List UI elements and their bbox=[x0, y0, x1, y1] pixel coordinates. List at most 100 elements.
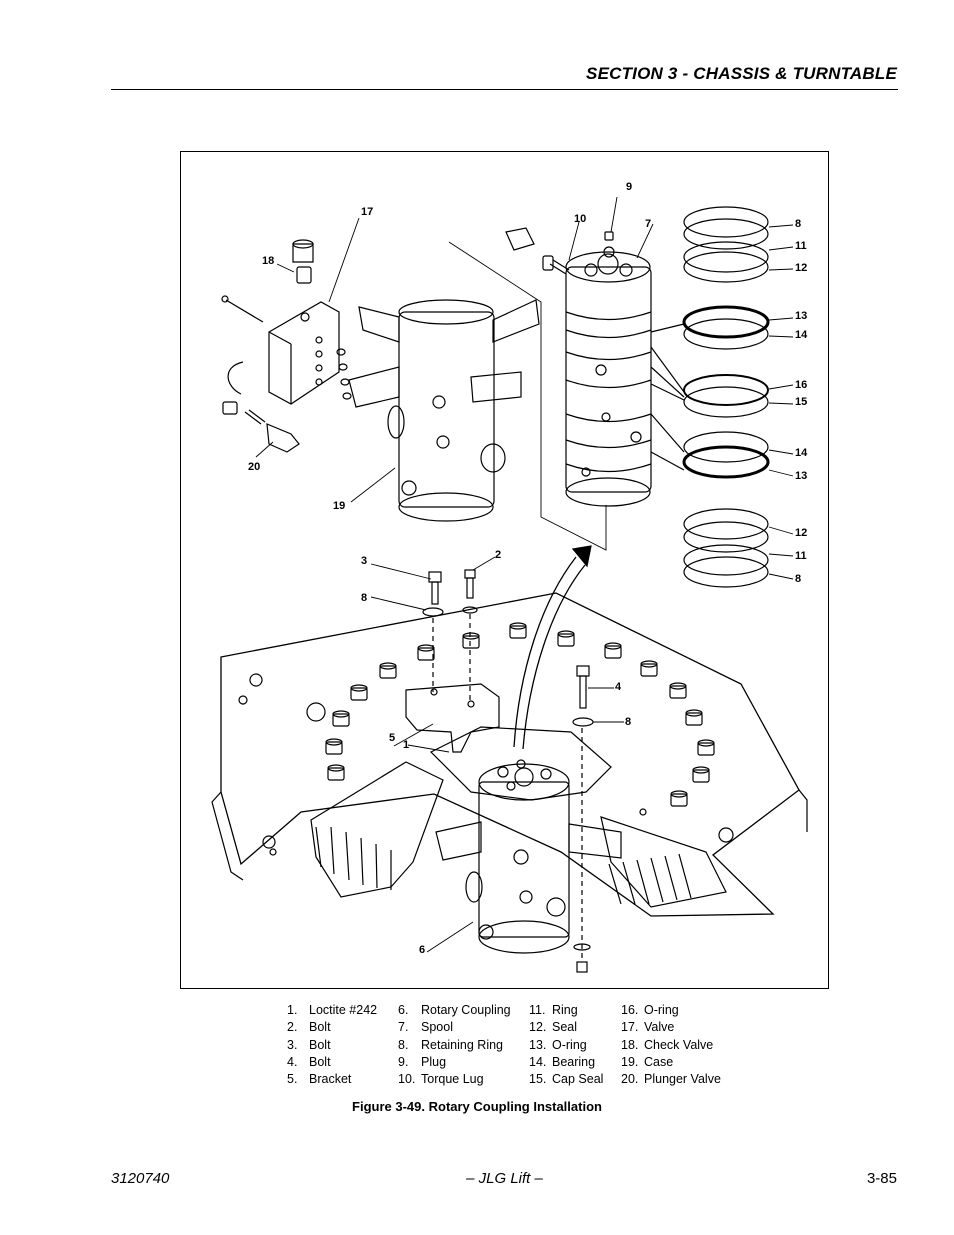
callout-12-bottom: 12 bbox=[795, 527, 807, 539]
legend-item: 10. Torque Lug bbox=[398, 1071, 511, 1088]
legend-number: 19. bbox=[621, 1054, 639, 1069]
legend-item: 16.O-ring bbox=[621, 1002, 721, 1019]
legend-number: 17. bbox=[621, 1020, 639, 1035]
legend-label: Valve bbox=[644, 1020, 675, 1035]
valve-block bbox=[221, 295, 352, 405]
legend-item: 7.Spool bbox=[398, 1019, 511, 1036]
check-valve bbox=[292, 239, 314, 284]
callout-16: 16 bbox=[795, 379, 807, 391]
legend-item: 11. Ring bbox=[529, 1002, 603, 1019]
seal-ring-stack bbox=[650, 206, 770, 588]
callout-8-bolt3: 8 bbox=[361, 592, 367, 604]
legend-label: O-ring bbox=[552, 1037, 587, 1052]
legend-number: 8. bbox=[398, 1037, 409, 1052]
legend-number: 4. bbox=[287, 1054, 298, 1069]
callout-14-bottom: 14 bbox=[795, 447, 808, 459]
legend-column-1: 1. Loctite #242 2. Bolt 3.Bolt 4. Bolt 5. Br… bbox=[287, 1002, 377, 1088]
legend-number: 2. bbox=[287, 1020, 298, 1035]
legend-item: 15. Cap Seal bbox=[529, 1071, 603, 1088]
callout-8-bolt4: 8 bbox=[625, 716, 631, 728]
legend-label: Retaining Ring bbox=[421, 1037, 503, 1052]
legend-number: 1. bbox=[287, 1003, 298, 1017]
exploded-diagram: 17 18 20 19 3 2 8 5 1 6 4 8 9 10 7 8 11 … bbox=[211, 181, 808, 973]
legend-item: 14. Bearing bbox=[529, 1054, 603, 1071]
legend-number: 15. bbox=[529, 1072, 547, 1087]
legend-item: 9. Plug bbox=[398, 1054, 511, 1071]
legend-label: Cap Seal bbox=[552, 1072, 604, 1087]
callout-8-top: 8 bbox=[795, 218, 801, 230]
legend-column-2: 6. Rotary Coupling 7.Spool 8. Retaining Ri… bbox=[398, 1002, 511, 1088]
legend-number: 16. bbox=[621, 1003, 639, 1017]
callout-2: 2 bbox=[495, 549, 501, 561]
footer-page-number: 3-85 bbox=[866, 1170, 897, 1187]
legend-label: Plug bbox=[421, 1054, 447, 1069]
case bbox=[348, 299, 540, 522]
legend-number: 6. bbox=[398, 1003, 409, 1017]
legend-number: 18. bbox=[621, 1037, 639, 1052]
legend-column-4: 16.O-ring 17. Valve 18. Check Valve 19. Cas… bbox=[621, 1002, 721, 1088]
legend-item: 20.Plunger Valve bbox=[621, 1071, 721, 1088]
spool bbox=[505, 227, 652, 507]
ring-gear-segments bbox=[310, 726, 727, 908]
legend-number: 20. bbox=[621, 1072, 639, 1087]
legend-item: 12. Seal bbox=[529, 1019, 603, 1036]
callout-18: 18 bbox=[262, 255, 274, 267]
legend-label: Case bbox=[644, 1054, 674, 1069]
callout-17: 17 bbox=[361, 206, 373, 218]
legend-item: 3.Bolt bbox=[287, 1037, 377, 1054]
legend-label: Ring bbox=[552, 1003, 578, 1017]
legend-item: 8. Retaining Ring bbox=[398, 1037, 511, 1054]
legend-item: 4. Bolt bbox=[287, 1054, 377, 1071]
exploded-bolts bbox=[422, 569, 594, 973]
legend-label: Bolt bbox=[309, 1037, 331, 1052]
footer-doc-number: 3120740 bbox=[111, 1170, 170, 1187]
legend-number: 11. bbox=[529, 1003, 546, 1017]
legend-label: Bracket bbox=[309, 1072, 352, 1087]
callout-13-bottom: 13 bbox=[795, 470, 807, 482]
callout-7: 7 bbox=[645, 218, 651, 230]
legend-label: Bolt bbox=[309, 1020, 331, 1035]
legend-item: 1. Loctite #242 bbox=[287, 1002, 377, 1019]
callout-12-top: 12 bbox=[795, 262, 807, 274]
legend-label: Torque Lug bbox=[421, 1072, 484, 1087]
legend-label: Bearing bbox=[552, 1054, 596, 1069]
legend-item: 18. Check Valve bbox=[621, 1037, 721, 1054]
turntable-plate bbox=[211, 592, 808, 917]
callout-8-bottom: 8 bbox=[795, 573, 801, 585]
rotary-coupling-installed bbox=[435, 759, 622, 954]
leader-lines bbox=[255, 196, 794, 953]
figure-caption: Figure 3-49. Rotary Coupling Installatio… bbox=[352, 1099, 602, 1114]
legend-item: 13. O-ring bbox=[529, 1037, 603, 1054]
legend-number: 12. bbox=[529, 1020, 547, 1035]
footer-publisher: – JLG Lift – bbox=[466, 1170, 543, 1187]
callout-11-top: 11 bbox=[795, 240, 807, 252]
callout-numbers: 17 18 20 19 3 2 8 5 1 6 4 8 9 10 7 8 11 … bbox=[248, 181, 808, 956]
callout-6: 6 bbox=[419, 944, 425, 956]
callout-1: 1 bbox=[403, 739, 409, 751]
legend-number: 13. bbox=[529, 1037, 547, 1052]
legend-number: 10. bbox=[398, 1072, 416, 1087]
legend-label: Check Valve bbox=[644, 1037, 714, 1052]
header-rule bbox=[111, 89, 898, 90]
callout-4: 4 bbox=[615, 681, 622, 693]
legend-label: Seal bbox=[552, 1020, 578, 1035]
legend-number: 5. bbox=[287, 1072, 298, 1087]
legend-number: 14. bbox=[529, 1054, 547, 1069]
legend-column-3: 11. Ring 12. Seal 13. O-ring 14. Bearing 15.… bbox=[529, 1002, 603, 1088]
legend-item: 6. Rotary Coupling bbox=[398, 1002, 511, 1019]
legend-number: 9. bbox=[398, 1054, 409, 1069]
callout-20: 20 bbox=[248, 461, 260, 473]
callout-11-bottom: 11 bbox=[795, 550, 807, 562]
callout-14-top: 14 bbox=[795, 329, 808, 341]
legend-label: Bolt bbox=[309, 1054, 331, 1069]
section-title: SECTION 3 - CHASSIS & TURNTABLE bbox=[586, 64, 897, 83]
callout-10: 10 bbox=[574, 213, 586, 225]
legend-item: 2. Bolt bbox=[287, 1019, 377, 1036]
legend-label: Loctite #242 bbox=[309, 1003, 378, 1017]
legend-item: 19. Case bbox=[621, 1054, 721, 1071]
installation-arrow bbox=[513, 545, 592, 750]
plate-bolt-heads bbox=[325, 622, 715, 807]
callout-9: 9 bbox=[626, 181, 632, 193]
legend-label: Spool bbox=[421, 1020, 453, 1035]
legend-label: Rotary Coupling bbox=[421, 1003, 511, 1017]
